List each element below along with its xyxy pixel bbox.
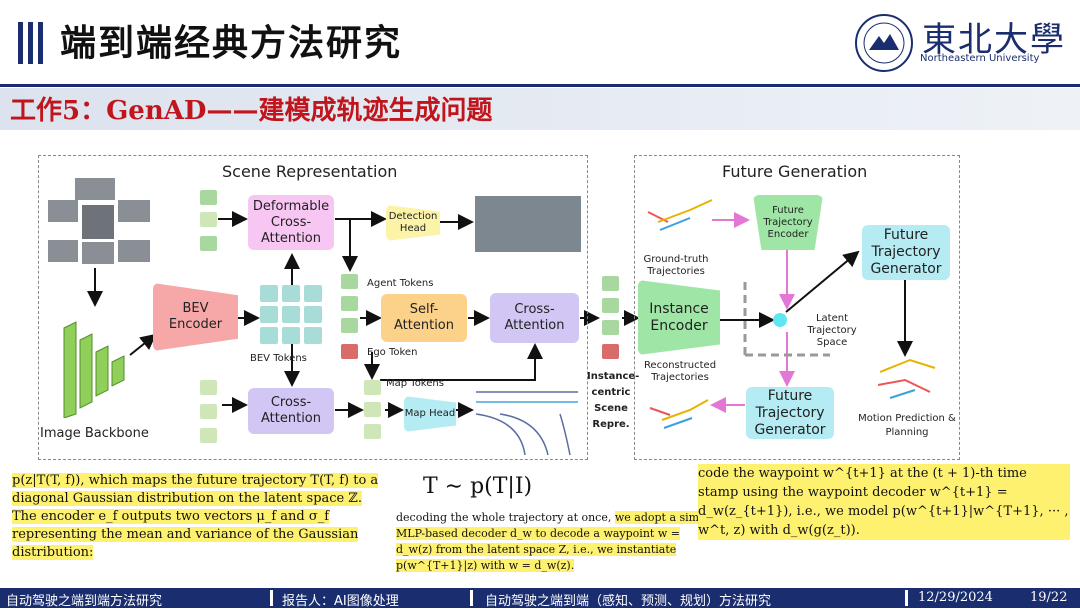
university-logo-english: Northeastern University	[920, 53, 1040, 64]
header-divider	[0, 84, 1080, 87]
cross-attention-map-label: Cross-Attention	[261, 395, 321, 426]
camera-image	[118, 200, 150, 222]
bev-token	[282, 306, 300, 323]
future-trajectory-generator-top-label: Future Trajectory Generator	[870, 227, 942, 277]
camera-image	[82, 242, 114, 264]
instance-token	[602, 320, 619, 335]
agent-tokens-label: Agent Tokens	[367, 278, 434, 289]
page-title: 端到端经典方法研究	[60, 23, 403, 64]
left-paragraph-text: p(z|T(T, f)), which maps the future traj…	[12, 473, 379, 560]
footer-page-number: 19/22	[1030, 590, 1068, 605]
future-generation-title: Future Generation	[722, 162, 868, 181]
bev-token	[260, 285, 278, 302]
deformable-cross-attention-block: Deformable Cross-Attention	[248, 195, 334, 250]
instance-token	[602, 276, 619, 291]
self-attention-block: Self-Attention	[381, 294, 467, 342]
map-query-token	[200, 380, 217, 395]
camera-image	[48, 240, 78, 262]
instance-encoder-label: Instance Encoder	[649, 300, 709, 334]
future-trajectory-encoder-label: Future Trajectory Encoder	[763, 204, 813, 240]
instance-token	[602, 298, 619, 313]
future-trajectory-encoder-block: Future Trajectory Encoder	[753, 195, 823, 250]
bev-token	[282, 285, 300, 302]
middle-paragraph: decoding the whole trajectory at once, w…	[396, 510, 710, 574]
map-token	[364, 424, 381, 439]
footer-divider	[905, 590, 908, 606]
query-token	[200, 190, 217, 205]
university-logo-text: 東北大學	[922, 20, 1066, 60]
cross-attention-map-block: Cross-Attention	[248, 388, 334, 434]
camera-image	[48, 200, 78, 222]
map-query-token	[200, 404, 217, 419]
instance-encoder-block: Instance Encoder	[638, 280, 720, 355]
footer-title: 自动驾驶之端到端（感知、预测、规划）方法研究	[485, 594, 772, 609]
right-paragraph: code the waypoint w^{t+1} at the (t + 1)…	[698, 464, 1070, 540]
bev-token	[304, 306, 322, 323]
footer-date: 12/29/2024	[918, 590, 993, 605]
camera-image	[82, 205, 114, 239]
cross-attention-agent-block: Cross-Attention	[490, 293, 579, 343]
bev-tokens-label: BEV Tokens	[250, 353, 307, 364]
bev-token	[304, 285, 322, 302]
future-trajectory-generator-bottom-label: Future Trajectory Generator	[754, 387, 826, 438]
future-generation-panel	[634, 155, 960, 460]
agent-token	[341, 274, 358, 289]
instance-ego-token	[602, 344, 619, 359]
image-backbone-label: Image Backbone	[40, 426, 149, 441]
scene-representation-title: Scene Representation	[222, 162, 398, 181]
deformable-cross-attention-label: Deformable Cross-Attention	[252, 198, 330, 246]
query-token	[200, 236, 217, 251]
header-bar	[38, 22, 43, 64]
header-bar	[18, 22, 23, 64]
ego-token-label: Ego Token	[367, 347, 418, 358]
self-attention-label: Self-Attention	[394, 302, 454, 333]
cross-attention-agent-label: Cross-Attention	[504, 302, 565, 333]
footer-divider	[470, 590, 473, 606]
agent-token	[341, 296, 358, 311]
map-query-token	[200, 428, 217, 443]
formula: T ∼ p(T|I)	[423, 474, 533, 499]
reconstructed-label: Reconstructed Trajectories	[643, 360, 717, 383]
footer-divider	[270, 590, 273, 606]
footer-topic: 自动驾驶之端到端方法研究	[6, 594, 163, 609]
footer-presenter: 报告人：AI图像处理	[282, 594, 399, 609]
future-trajectory-generator-bottom-block: Future Trajectory Generator	[746, 387, 834, 439]
map-tokens-label: Map Tokens	[386, 378, 444, 389]
map-token	[364, 380, 381, 395]
university-seal-icon	[855, 14, 913, 72]
motion-planning-label: Motion Prediction & Planning	[858, 413, 956, 438]
agent-token	[341, 318, 358, 333]
image-backbone-icon	[62, 318, 134, 419]
detection-result-image	[475, 196, 581, 252]
slide-subtitle: 工作5：GenAD——建模成轨迹生成问题	[10, 96, 493, 126]
detection-head-label: Detection Head	[388, 211, 438, 234]
camera-image	[75, 178, 115, 200]
bev-token	[304, 327, 322, 344]
map-head-label: Map Head	[404, 408, 456, 419]
camera-image	[118, 240, 150, 262]
ego-token	[341, 344, 358, 359]
middle-paragraph-part1: decoding the whole trajectory at once,	[396, 511, 615, 524]
query-token	[200, 212, 217, 227]
latent-space-label: Latent Trajectory Space	[807, 313, 857, 348]
subtitle-band	[0, 88, 1080, 130]
map-token	[364, 402, 381, 417]
header-bar	[28, 22, 33, 64]
map-head-block: Map Head	[404, 396, 456, 432]
bev-token	[260, 327, 278, 344]
bev-encoder-block: BEV Encoder	[153, 283, 238, 351]
bev-token	[282, 327, 300, 344]
left-paragraph: p(z|T(T, f)), which maps the future traj…	[12, 472, 388, 562]
bev-token-grid	[260, 285, 338, 344]
scene-representation-panel	[38, 155, 588, 460]
instance-centric-label: Instance-centric Scene Repre.	[587, 371, 640, 430]
future-trajectory-generator-top-block: Future Trajectory Generator	[862, 225, 950, 280]
bev-token	[260, 306, 278, 323]
ground-truth-label: Ground-truth Trajectories	[643, 254, 709, 277]
detection-head-block: Detection Head	[386, 205, 440, 241]
bev-encoder-label: BEV Encoder	[168, 301, 223, 332]
